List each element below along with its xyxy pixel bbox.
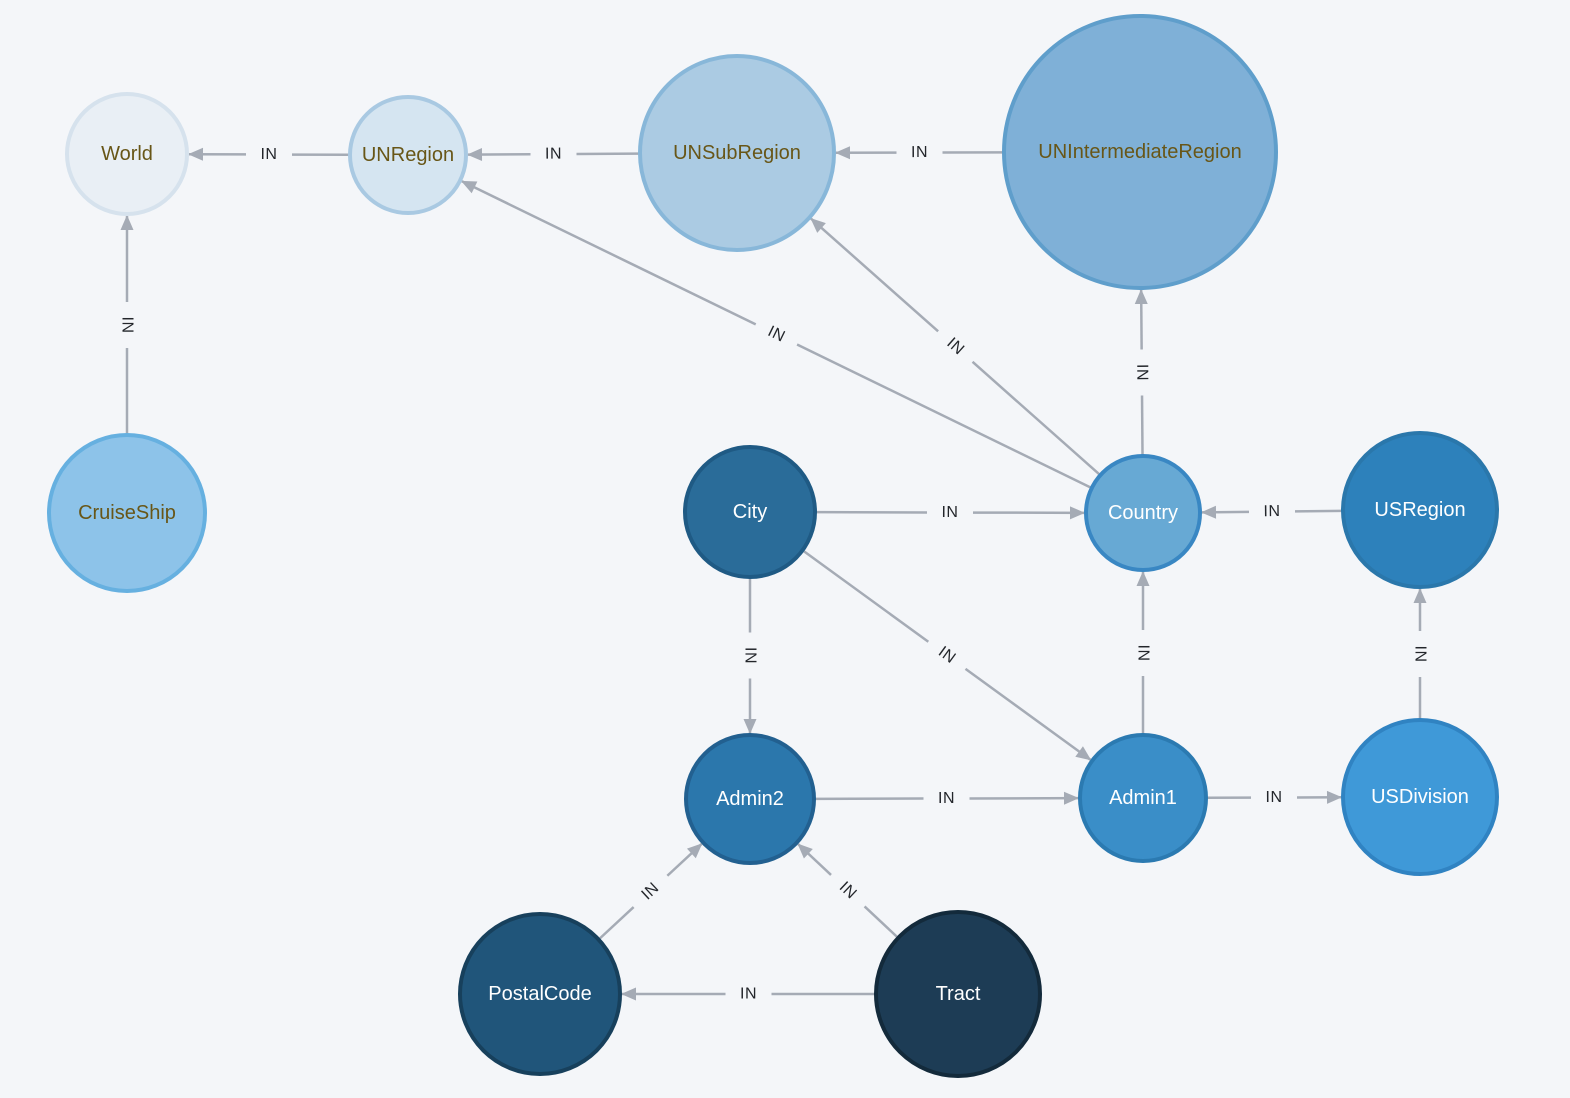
relationship-tract-admin2[interactable]: IN: [797, 843, 899, 939]
node-circle[interactable]: [1341, 718, 1499, 876]
node-unregion[interactable]: UNRegion: [348, 95, 468, 215]
node-city[interactable]: City: [683, 445, 817, 579]
nodes-layer: World UNRegion UNSubRegion UNIntermediateRe…: [47, 14, 1499, 1078]
relationship-tract-postalcode[interactable]: IN: [621, 986, 875, 1003]
relationship-type-label: IN: [1135, 645, 1152, 662]
relationship-line-arrow: [666, 842, 703, 877]
relationship-line-arrow: [461, 180, 757, 326]
relationship-line-arrow: [1200, 505, 1250, 519]
node-circle[interactable]: [1341, 431, 1499, 589]
relationship-unsubregion-unregion[interactable]: IN: [466, 146, 640, 163]
node-admin1[interactable]: Admin1: [1078, 733, 1208, 863]
relationship-type-label: IN: [836, 879, 860, 903]
node-circle[interactable]: [1002, 14, 1278, 290]
relationship-admin2-admin1[interactable]: IN: [814, 790, 1080, 807]
relationship-line: [598, 906, 635, 940]
relationship-city-admin2[interactable]: IN: [742, 578, 759, 734]
relationship-type-label: IN: [943, 335, 967, 359]
node-usregion[interactable]: USRegion: [1341, 431, 1499, 589]
relationship-type-label: IN: [740, 986, 757, 1003]
relationship-type-label: IN: [911, 144, 928, 161]
relationship-usregion-country[interactable]: IN: [1200, 503, 1343, 520]
node-circle[interactable]: [458, 912, 622, 1076]
relationship-type-label: IN: [765, 323, 788, 346]
node-unsubregion[interactable]: UNSubRegion: [638, 54, 836, 252]
relationship-unintermediateregion-unsubregion[interactable]: IN: [834, 144, 1004, 161]
relationship-city-admin1[interactable]: IN: [802, 549, 1092, 761]
relationship-line: [971, 360, 1101, 476]
relationship-type-label: IN: [935, 643, 959, 667]
node-postalcode[interactable]: PostalCode: [458, 912, 622, 1076]
node-country[interactable]: Country: [1084, 454, 1202, 572]
node-circle[interactable]: [47, 433, 207, 593]
node-circle[interactable]: [348, 95, 468, 215]
relationship-type-label: IN: [941, 504, 958, 521]
node-circle[interactable]: [1084, 454, 1202, 572]
relationship-type-label: IN: [260, 146, 277, 163]
relationship-country-unsubregion[interactable]: IN: [810, 217, 1101, 476]
relationship-postalcode-admin2[interactable]: IN: [598, 842, 703, 940]
relationship-country-unintermediateregion[interactable]: IN: [1133, 288, 1150, 456]
node-circle[interactable]: [683, 445, 817, 579]
node-unintermediateregion[interactable]: UNIntermediateRegion: [1002, 14, 1278, 290]
relationship-usdivision-usregion[interactable]: IN: [1412, 588, 1429, 719]
relationship-type-label: IN: [1412, 646, 1429, 663]
relationship-type-label: IN: [1133, 364, 1150, 381]
relationship-line: [1294, 509, 1343, 513]
node-circle[interactable]: [684, 733, 816, 865]
node-usdivision[interactable]: USDivision: [1341, 718, 1499, 876]
node-cruiseship[interactable]: CruiseShip: [47, 433, 207, 593]
relationship-cruiseship-world[interactable]: IN: [119, 215, 136, 434]
relationship-line-arrow: [797, 843, 832, 876]
relationship-type-label: IN: [119, 317, 136, 334]
relationship-country-unregion[interactable]: IN: [461, 180, 1092, 489]
node-tract[interactable]: Tract: [874, 910, 1042, 1078]
relationship-type-label: IN: [742, 647, 759, 664]
relationship-admin1-country[interactable]: IN: [1135, 571, 1152, 734]
node-circle[interactable]: [638, 54, 836, 252]
edges-layer: IN IN IN IN IN IN IN IN IN IN IN IN IN IN IN IN IN IN: [119, 144, 1429, 1002]
relationship-line-arrow: [964, 667, 1092, 761]
node-circle[interactable]: [65, 92, 189, 216]
relationship-type-label: IN: [638, 879, 662, 903]
node-admin2[interactable]: Admin2: [684, 733, 816, 865]
relationship-line-arrow: [810, 217, 939, 333]
relationship-unregion-world[interactable]: IN: [187, 146, 350, 163]
relationship-admin1-usdivision[interactable]: IN: [1206, 789, 1343, 806]
node-world[interactable]: World: [65, 92, 189, 216]
relationship-line: [802, 549, 930, 643]
node-circle[interactable]: [874, 910, 1042, 1078]
relationship-type-label: IN: [938, 790, 955, 807]
relationship-line: [863, 905, 899, 939]
relationship-type-label: IN: [545, 146, 562, 163]
relationship-line: [796, 343, 1092, 489]
relationship-city-country[interactable]: IN: [815, 504, 1086, 521]
node-circle[interactable]: [1078, 733, 1208, 863]
relationship-type-label: IN: [1263, 503, 1280, 520]
relationship-type-label: IN: [1265, 789, 1282, 806]
